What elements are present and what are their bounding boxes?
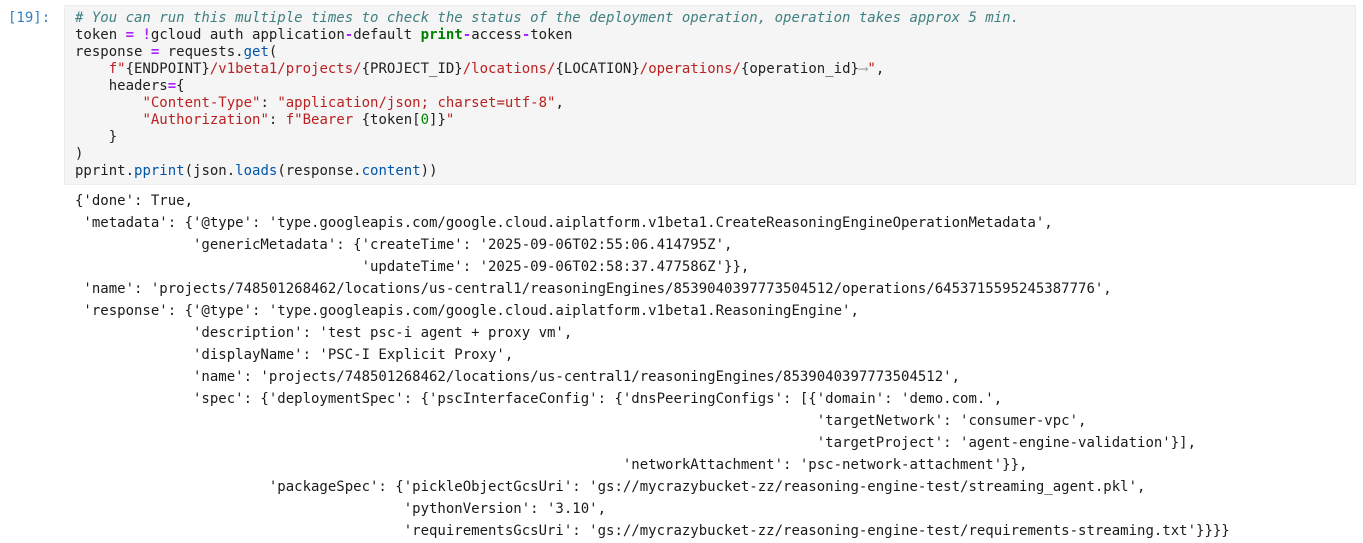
code-token: =	[150, 44, 160, 60]
code-token: token	[75, 27, 126, 43]
code-line: "Content-Type": "application/json; chars…	[75, 95, 1345, 112]
code-token: response	[75, 44, 151, 60]
code-line: headers={	[75, 78, 1345, 95]
code-token: (response.	[277, 163, 362, 179]
code-token: 0	[420, 112, 430, 128]
code-token: ,	[875, 61, 885, 77]
code-line: }	[75, 129, 1345, 146]
code-token: content	[361, 163, 421, 179]
code-token: "	[445, 112, 455, 128]
cell-output-row: {'done': True, 'metadata': {'@type': 'ty…	[0, 190, 1356, 542]
code-token: -	[521, 27, 531, 43]
code-token: )	[75, 146, 84, 162]
code-token: ,	[555, 95, 564, 111]
code-line: pprint.pprint(json.loads(response.conten…	[75, 163, 1345, 180]
code-token: /operations/	[639, 61, 741, 77]
code-token: token	[530, 27, 573, 43]
execution-count-prompt: [19]:	[8, 10, 51, 26]
code-token: {operation_id}	[740, 61, 859, 77]
code-line: "Authorization": f"Bearer {token[0]}"	[75, 112, 1345, 129]
code-token: {PROJECT_ID}	[361, 61, 463, 77]
code-token	[75, 95, 142, 111]
code-token: pprint	[134, 163, 185, 179]
code-token: "	[867, 61, 876, 77]
output-prompt-spacer	[0, 190, 64, 542]
code-token: /locations/	[462, 61, 556, 77]
code-token: f"Bearer	[285, 112, 362, 128]
code-token: headers	[75, 78, 168, 94]
code-token: get	[243, 44, 269, 60]
code-token: gcloud auth application	[150, 27, 345, 43]
code-token: requests.	[159, 44, 244, 60]
code-token: loads	[235, 163, 278, 179]
code-token: }	[75, 129, 118, 145]
code-editor[interactable]: # You can run this multiple times to che…	[64, 5, 1356, 185]
code-token: {token[	[361, 112, 421, 128]
code-line: )	[75, 146, 1345, 163]
code-token: :	[268, 112, 286, 128]
code-token: # You can run this multiple times to che…	[75, 10, 1020, 26]
code-token: (json.	[184, 163, 236, 179]
code-token: /v1beta1/projects/	[209, 61, 362, 77]
code-line: response = requests.get(	[75, 44, 1345, 61]
code-token: access	[471, 27, 522, 43]
cell-input-row: [19]: # You can run this multiple times …	[0, 5, 1356, 185]
code-token: -	[462, 27, 472, 43]
code-token: default	[353, 27, 421, 43]
code-token: =	[167, 78, 177, 94]
code-token: "Authorization"	[142, 112, 269, 128]
code-token: f"	[108, 61, 126, 77]
code-token	[75, 61, 109, 77]
code-source[interactable]: # You can run this multiple times to che…	[75, 10, 1345, 180]
code-line: token = !gcloud auth application-default…	[75, 27, 1345, 44]
code-token: (	[268, 44, 278, 60]
output-text: {'done': True, 'metadata': {'@type': 'ty…	[75, 193, 1230, 539]
code-token: {	[176, 78, 185, 94]
code-token: {LOCATION}	[555, 61, 640, 77]
code-token: {ENDPOINT}	[125, 61, 210, 77]
code-line: f"{ENDPOINT}/v1beta1/projects/{PROJECT_I…	[75, 61, 1345, 78]
code-token	[75, 112, 142, 128]
code-line: # You can run this multiple times to che…	[75, 10, 1345, 27]
output-area: {'done': True, 'metadata': {'@type': 'ty…	[64, 190, 1356, 542]
code-token: pprint.	[75, 163, 135, 179]
code-token: :	[260, 95, 278, 111]
code-token: ))	[420, 163, 438, 179]
code-token: print	[420, 27, 463, 43]
code-token: "application/json; charset=utf-8"	[277, 95, 556, 111]
code-token: ⟶	[858, 61, 868, 77]
code-token: -	[344, 27, 354, 43]
code-token: "Content-Type"	[142, 95, 261, 111]
code-token: =	[125, 27, 135, 43]
code-token: !	[142, 27, 151, 43]
code-token: ]}	[429, 112, 446, 128]
